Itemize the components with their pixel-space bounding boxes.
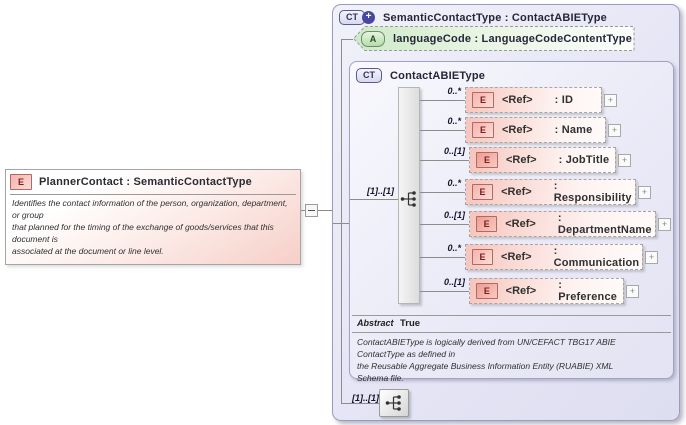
element-name: : Communication: [553, 245, 640, 269]
element-name: : DepartmentName: [557, 212, 652, 236]
contact-abie-type-header: CT ContactABIEType: [356, 68, 485, 83]
sequence-button[interactable]: [379, 389, 409, 417]
element-ref-preference[interactable]: E <Ref> : Preference: [469, 278, 624, 304]
connector-line: [420, 100, 465, 101]
element-icon: E: [472, 184, 494, 200]
expand-button[interactable]: +: [638, 186, 651, 199]
contact-abie-type-documentation: ContactABIEType is logically derived fro…: [357, 337, 616, 383]
ref-label: <Ref>: [501, 251, 532, 263]
connector-line: [420, 192, 465, 193]
complextype-icon: CT: [356, 68, 382, 83]
element-ref-name[interactable]: E <Ref> : Name: [465, 117, 606, 143]
expand-button[interactable]: +: [604, 94, 617, 107]
abstract-label: Abstract: [357, 318, 394, 328]
branch-line-content: [333, 223, 349, 224]
element-ref-communication[interactable]: E <Ref> : Communication: [465, 244, 643, 270]
collapse-toggle[interactable]: [305, 204, 318, 217]
sequence-icon: [385, 395, 401, 411]
semantic-contact-type-header: CT + SemanticContactType : ContactABIETy…: [339, 10, 607, 25]
connector-line: [420, 160, 469, 161]
element-name: : Name: [554, 124, 593, 136]
element-icon: E: [472, 249, 494, 265]
contact-abie-type-title: ContactABIEType: [390, 69, 486, 82]
element-icon: E: [476, 283, 498, 299]
branch-line-attribute: [341, 39, 353, 40]
cardinality-label: 0..[1]: [443, 210, 465, 220]
ref-label: <Ref>: [501, 186, 532, 198]
cardinality-label: 0..*: [447, 178, 461, 188]
planner-contact-header: E PlannerContact : SemanticContactType: [10, 174, 252, 190]
element-ref-responsibility[interactable]: E <Ref> : Responsibility: [465, 179, 636, 205]
tree-trunk-line: [341, 39, 342, 403]
element-ref-jobtitle[interactable]: E <Ref> : JobTitle: [469, 147, 616, 173]
semantic-contact-type-title: SemanticContactType : ContactABIEType: [383, 11, 607, 24]
cardinality-label: 0..[1]: [443, 146, 465, 156]
semantic-contact-type-box[interactable]: CT + SemanticContactType : ContactABIETy…: [332, 4, 680, 421]
bottom-cardinality-label: [1]..[1]: [352, 393, 379, 403]
connector-line: [420, 224, 469, 225]
expand-button[interactable]: +: [626, 285, 639, 298]
cardinality-label: 0..*: [447, 86, 461, 96]
cardinality-label: 0..[1]: [443, 277, 465, 287]
attribute-icon: A: [361, 31, 385, 47]
ref-label: <Ref>: [505, 285, 537, 297]
branch-line-sequence: [341, 403, 379, 404]
element-icon: E: [476, 152, 498, 168]
element-icon: E: [10, 174, 32, 190]
derived-plus-icon: +: [362, 11, 375, 24]
language-code-attribute[interactable]: A languageCode : LanguageCodeContentType: [353, 26, 635, 51]
element-icon: E: [476, 216, 498, 232]
element-name: : Responsibility: [553, 180, 632, 204]
connector-line: [420, 130, 465, 131]
connector-line: [350, 199, 398, 200]
abstract-value: True: [400, 318, 421, 329]
expand-button[interactable]: +: [645, 251, 658, 264]
sequence-icon: [400, 191, 416, 207]
cardinality-label: 0..*: [447, 243, 461, 253]
group-cardinality-label: [1]..[1]: [367, 186, 394, 196]
element-name: : JobTitle: [558, 154, 610, 166]
language-code-title: languageCode : LanguageCodeContentType: [393, 33, 633, 45]
element-ref-departmentname[interactable]: E <Ref> : DepartmentName: [469, 211, 656, 237]
ref-label: <Ref>: [502, 94, 533, 106]
element-name: : Preference: [558, 279, 618, 303]
expand-button[interactable]: +: [658, 218, 671, 231]
ref-label: <Ref>: [506, 154, 537, 166]
divider: [10, 194, 296, 195]
connector-line: [301, 210, 305, 211]
connector-line: [420, 257, 465, 258]
attribute-shape: [353, 26, 635, 51]
planner-contact-box[interactable]: E PlannerContact : SemanticContactType I…: [5, 169, 301, 265]
cardinality-label: 0..*: [447, 116, 461, 126]
expand-button[interactable]: +: [618, 154, 631, 167]
ref-label: <Ref>: [502, 124, 533, 136]
connector-line: [420, 291, 469, 292]
element-ref-id[interactable]: E <Ref> : ID: [465, 87, 602, 113]
element-icon: E: [472, 92, 494, 108]
divider: [352, 332, 671, 333]
element-name: : ID: [554, 94, 574, 106]
divider: [352, 315, 671, 316]
planner-contact-title: PlannerContact : SemanticContactType: [39, 176, 252, 188]
element-icon: E: [472, 122, 494, 138]
planner-contact-documentation: Identifies the contact information of th…: [12, 198, 288, 256]
contact-abie-type-box[interactable]: CT ContactABIEType [1]..[1]: [349, 61, 674, 383]
expand-button[interactable]: +: [608, 124, 621, 137]
minus-icon: [308, 210, 315, 211]
connector-line: [318, 210, 333, 211]
ref-label: <Ref>: [505, 218, 536, 230]
